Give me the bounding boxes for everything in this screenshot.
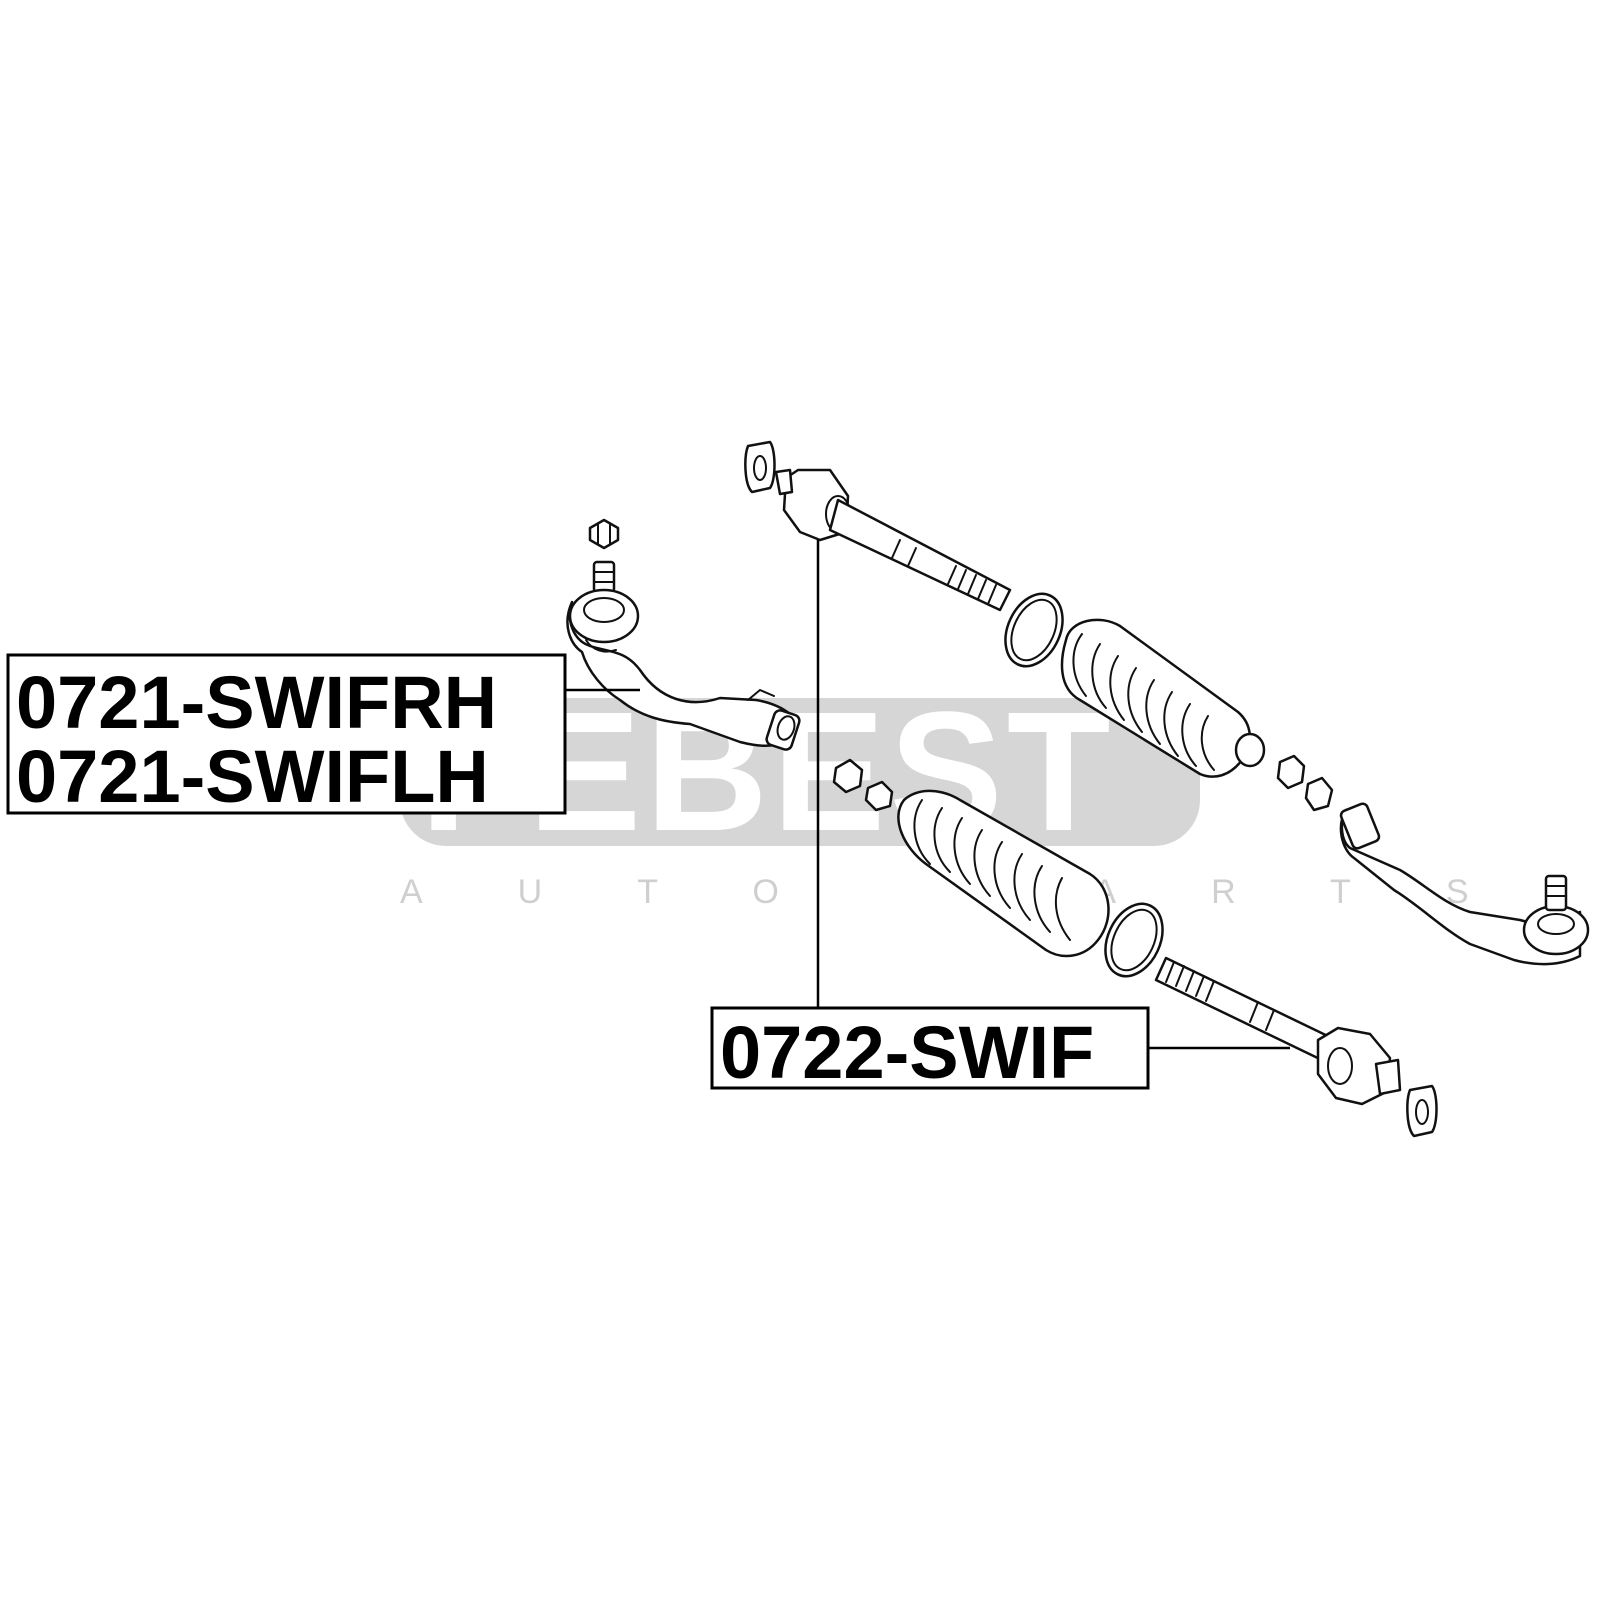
clamp-ring-upper (1004, 592, 1064, 668)
watermark-band (400, 698, 1200, 846)
label-tie-rod-end-left: 0721-SWIFLH (16, 735, 489, 818)
rack-end-lower-drawing (832, 758, 1438, 1138)
jam-nut-upper (1276, 754, 1306, 790)
label-box-rack-end (710, 1006, 1150, 1090)
label-group-tie-rod-end: 0721-SWIFRH 0721-SWIFLH (6, 653, 640, 818)
rack-shaft-upper (828, 498, 1012, 612)
label-group-rack-end: 0722-SWIF (710, 540, 1290, 1094)
ball-stud (592, 560, 616, 594)
threads-upper (891, 539, 997, 605)
boot-ribs-lower (913, 799, 1071, 941)
adjuster-nut-upper (1304, 776, 1334, 812)
rack-shaft-lower (1154, 956, 1338, 1064)
jam-nut-lower-b (864, 780, 894, 812)
lock-washer-upper (744, 440, 776, 494)
label-tie-rod-end-right: 0721-SWIFRH (16, 661, 497, 744)
threads-lower (1165, 961, 1275, 1031)
tie-rod-end-left-drawing (566, 518, 801, 751)
threaded-bore (765, 709, 801, 751)
lock-washer-lower (1406, 1084, 1438, 1138)
castle-nut (588, 518, 620, 550)
label-rack-end: 0722-SWIF (720, 1011, 1094, 1094)
boot-ribs-upper (1072, 633, 1215, 771)
label-box-tie-rod-end (6, 653, 567, 815)
watermark-tagline: AUTO PARTS (400, 873, 1564, 911)
clamp-ring-lower (1104, 902, 1164, 978)
jam-nut-lower-a (832, 758, 864, 794)
ball-stud-right (1544, 874, 1568, 912)
bellows-boot-lower (897, 789, 1110, 958)
rack-end-upper-drawing (744, 440, 1334, 812)
tie-rod-end-right-drawing (1339, 802, 1590, 966)
